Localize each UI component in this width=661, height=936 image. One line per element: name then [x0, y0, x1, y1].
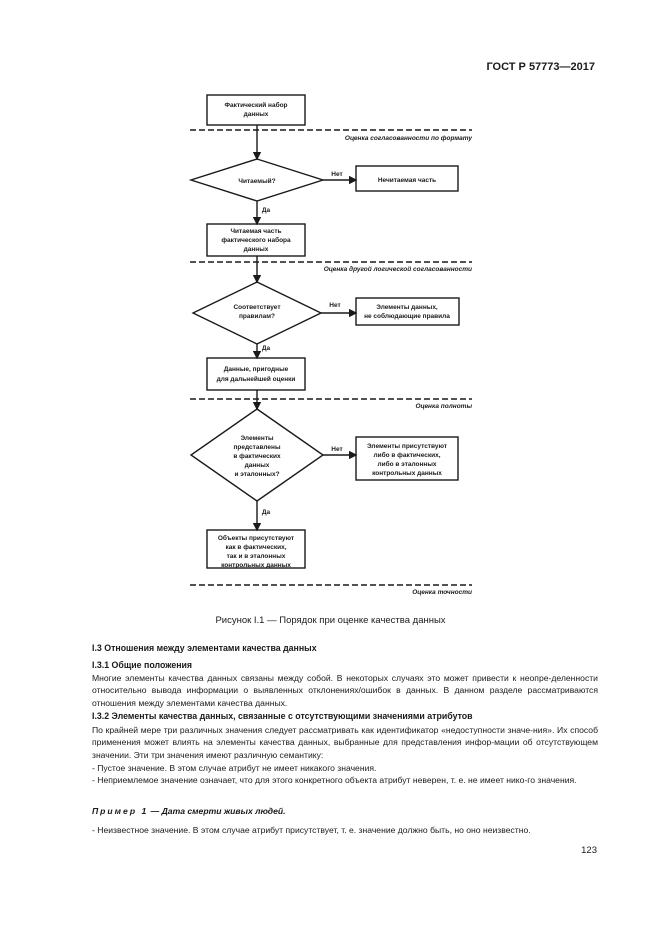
standard-header: ГОСТ Р 57773—2017: [486, 61, 595, 73]
svg-text:Оценка другой логической согла: Оценка другой логической согласованности: [324, 265, 472, 273]
paragraph-general: Многие элементы качества данных связаны …: [92, 673, 598, 708]
list-item-empty: - Пустое значение. В этом случае атрибут…: [92, 763, 377, 773]
list-item-inapplicable: - Неприемлемое значение означает, что дл…: [92, 775, 577, 785]
svg-text:для дальнейшей оценки: для дальнейшей оценки: [217, 375, 296, 383]
svg-text:как в фактических,: как в фактических,: [225, 544, 286, 551]
svg-text:данных: данных: [244, 246, 269, 253]
svg-text:Нет: Нет: [331, 446, 342, 453]
svg-text:представлены: представлены: [233, 444, 280, 451]
flow-box-partial-presence: [355, 436, 459, 481]
svg-text:Соответствует: Соответствует: [233, 304, 280, 311]
flow-box-actual-dataset: [206, 94, 306, 126]
flow-box-readable-part: [206, 223, 306, 257]
svg-text:Читаемый?: Читаемый?: [238, 177, 275, 185]
figure-caption: Рисунок I.1 — Порядок при оценке качеств…: [215, 615, 446, 626]
svg-text:Элементы присутствуют: Элементы присутствуют: [367, 443, 447, 450]
svg-text:Оценка точности: Оценка точности: [412, 589, 472, 596]
svg-text:данных: данных: [245, 462, 270, 469]
svg-text:Да: Да: [262, 345, 271, 352]
svg-text:фактического набора: фактического набора: [221, 236, 291, 244]
section-heading-i31: I.3.1 Общие положения: [92, 660, 193, 670]
page-number: 123: [581, 845, 597, 856]
svg-text:Да: Да: [262, 207, 271, 214]
svg-text:в фактических: в фактических: [233, 453, 281, 460]
flowchart: Фактический набор данных Оценка согласов…: [188, 94, 472, 596]
svg-text:либо в фактических,: либо в фактических,: [373, 451, 440, 459]
svg-text:Нечитаемая часть: Нечитаемая часть: [378, 177, 436, 184]
example-1: Пример 1 — Дата смерти живых людей.: [92, 806, 286, 816]
svg-text:Объекты присутствуют: Объекты присутствуют: [218, 534, 294, 542]
svg-text:Данные, пригодные: Данные, пригодные: [224, 366, 289, 373]
svg-text:Элементы: Элементы: [240, 435, 274, 442]
svg-text:Нет: Нет: [331, 171, 342, 178]
svg-text:данных: данных: [244, 111, 269, 118]
svg-text:не соблюдающие правила: не соблюдающие правила: [364, 312, 450, 320]
svg-text:контрольных данных: контрольных данных: [221, 562, 291, 569]
svg-text:Да: Да: [262, 509, 271, 516]
svg-text:либо в эталонных: либо в эталонных: [377, 460, 436, 468]
svg-text:Оценка согласованности по форм: Оценка согласованности по формату: [345, 135, 472, 142]
paragraph-missing-values: По крайней мере три различных значения с…: [92, 725, 598, 760]
flow-box-suitable-data: [206, 357, 306, 391]
svg-text:Элементы данных,: Элементы данных,: [376, 304, 438, 311]
svg-text:Оценка полноты: Оценка полноты: [415, 403, 472, 410]
svg-text:и эталонных?: и эталонных?: [234, 471, 279, 478]
svg-text:Читаемая часть: Читаемая часть: [230, 228, 281, 235]
section-heading-i32: I.3.2 Элементы качества данных, связанны…: [92, 711, 473, 721]
flow-box-rule-violations: [355, 297, 460, 326]
section-heading-i3: I.3 Отношения между элементами качества …: [92, 643, 317, 653]
svg-text:контрольных данных: контрольных данных: [372, 470, 442, 477]
svg-text:так и в эталонных: так и в эталонных: [227, 553, 286, 560]
svg-text:Фактический набор: Фактический набор: [224, 101, 287, 109]
list-item-unknown: - Неизвестное значение. В этом случае ат…: [92, 825, 531, 835]
flow-box-full-presence: [206, 529, 306, 569]
flow-box-unreadable: [355, 165, 459, 192]
svg-text:Нет: Нет: [329, 302, 340, 309]
svg-text:правилам?: правилам?: [239, 313, 275, 320]
